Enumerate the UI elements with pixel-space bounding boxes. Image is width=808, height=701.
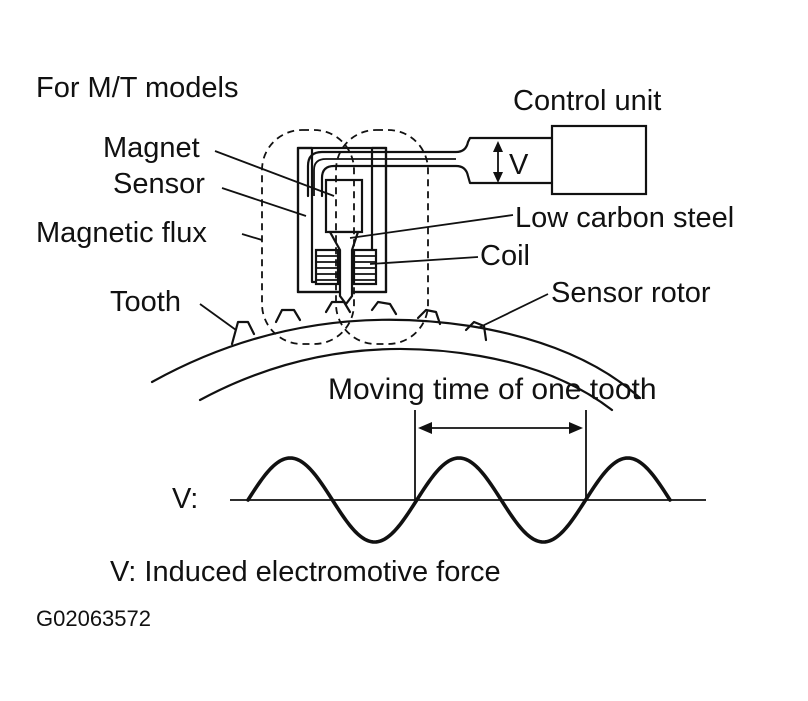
flux-leader: [241, 233, 263, 241]
sensor-label: Sensor: [113, 168, 205, 200]
flux-loop-left: [261, 129, 355, 345]
caption-label: V: Induced electromotive force: [110, 556, 501, 588]
coil-leader: [369, 256, 479, 265]
heading-label: For M/T models: [36, 72, 239, 104]
rotor-teeth: [230, 300, 488, 346]
induced-voltage-waveform: [246, 456, 672, 544]
coil-left: [314, 248, 340, 286]
pole-piece: [328, 230, 360, 306]
figure-code-label: G02063572: [36, 606, 151, 631]
dimension-arrow-left: [418, 422, 432, 434]
dimension-arrow-right: [569, 422, 583, 434]
magnet-leader: [214, 150, 335, 197]
magnet-block: [324, 178, 364, 234]
control-unit-box: [550, 124, 648, 196]
tooth-leader: [199, 303, 237, 331]
sensor-leader: [221, 187, 307, 217]
coil-right: [352, 248, 378, 286]
v-axis-label: V:: [172, 483, 198, 515]
sensor-rotor-label: Sensor rotor: [551, 277, 711, 309]
v-arrow-head-up: [493, 141, 503, 152]
tooth-label: Tooth: [110, 286, 181, 318]
coil-label: Coil: [480, 240, 530, 272]
flux-loop-right: [335, 129, 429, 345]
cable-bottom-line: [320, 164, 554, 198]
cable-inner-line: [313, 158, 456, 196]
cable-top-line: [306, 136, 554, 198]
low-carbon-steel-label: Low carbon steel: [515, 202, 734, 234]
v-arrow-head-down: [493, 172, 503, 183]
low-carbon-steel-leader: [349, 214, 514, 239]
rotor-inner-arc: [198, 347, 614, 412]
magnet-label: Magnet: [103, 132, 200, 164]
magnetic-flux-label: Magnetic flux: [36, 217, 207, 249]
control-unit-label: Control unit: [513, 85, 661, 117]
v-arrow-label: V: [509, 149, 529, 181]
sensor-rotor-leader: [477, 293, 549, 329]
moving-time-label: Moving time of one tooth: [328, 373, 657, 406]
rotor-outer-arc: [150, 318, 642, 400]
